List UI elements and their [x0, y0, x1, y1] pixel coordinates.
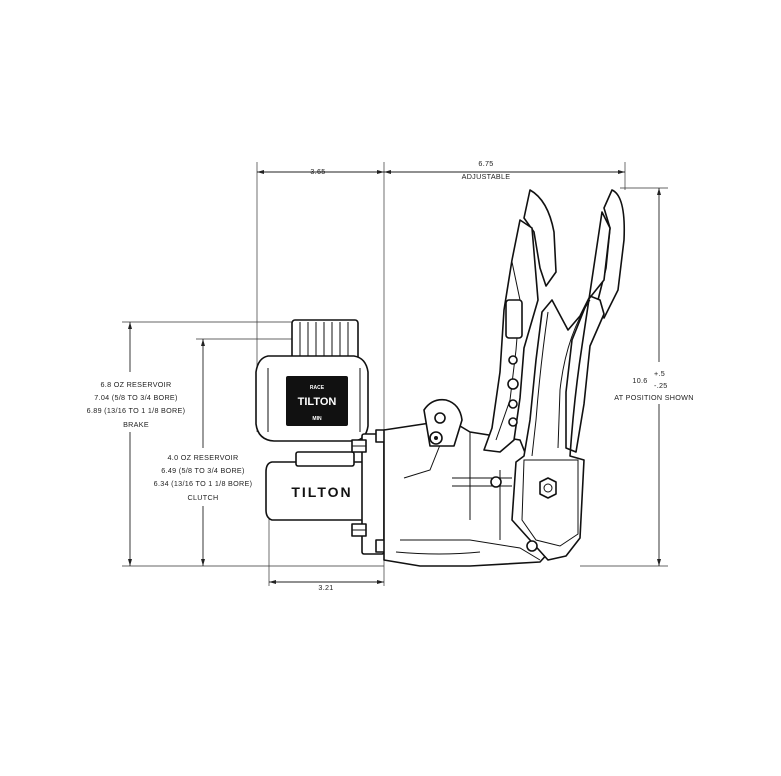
cylinder-brand-logo: TILTON	[291, 484, 352, 500]
clutch-notes: 4.0 OZ RESERVOIR 6.49 (5/8 TO 3/4 BORE) …	[154, 453, 253, 502]
bolt-icon	[351, 439, 367, 453]
brake-note-line: 6.89 (13/16 TO 1 1/8 BORE)	[87, 406, 186, 415]
pedal-arm-rear	[483, 189, 557, 453]
brake-reservoir: RACE TILTON MIN	[255, 319, 369, 442]
clutch-note-line: 6.49 (5/8 TO 3/4 BORE)	[161, 466, 244, 475]
bolt-icon	[351, 523, 367, 537]
dim-height-tol-minus: -.25	[654, 381, 668, 390]
pivot-rod	[452, 476, 512, 488]
clutch-note-line: 4.0 OZ RESERVOIR	[168, 453, 239, 462]
brake-note-line: 6.8 OZ RESERVOIR	[101, 380, 172, 389]
reservoir-brand-logo: TILTON	[298, 396, 337, 408]
dim-bottom-label: 3.21	[318, 583, 333, 592]
brake-note-line: 7.04 (5/8 TO 3/4 BORE)	[94, 393, 177, 402]
dim-top-left-label: 3.65	[310, 167, 325, 176]
dim-height-label: 10.6	[632, 376, 647, 385]
reservoir-bottom-mark: MIN	[312, 416, 322, 422]
brake-note-line: BRAKE	[123, 420, 149, 429]
dim-top-right-label: 6.75	[478, 159, 493, 168]
mounting-plate	[351, 429, 391, 555]
brake-notes: 6.8 OZ RESERVOIR 7.04 (5/8 TO 3/4 BORE) …	[87, 380, 186, 429]
clutch-note-line: 6.34 (13/16 TO 1 1/8 BORE)	[154, 479, 253, 488]
dim-height-note: AT POSITION SHOWN	[614, 393, 694, 402]
pedal-arm-front	[511, 189, 626, 561]
pedal-base	[383, 398, 561, 567]
dim-top-right-note: ADJUSTABLE	[462, 172, 511, 181]
hex-nut-icon	[539, 477, 557, 499]
clutch-note-line: CLUTCH	[188, 493, 219, 502]
reservoir-top-mark: RACE	[310, 385, 325, 391]
dim-height-tol-plus: +.5	[654, 369, 665, 378]
